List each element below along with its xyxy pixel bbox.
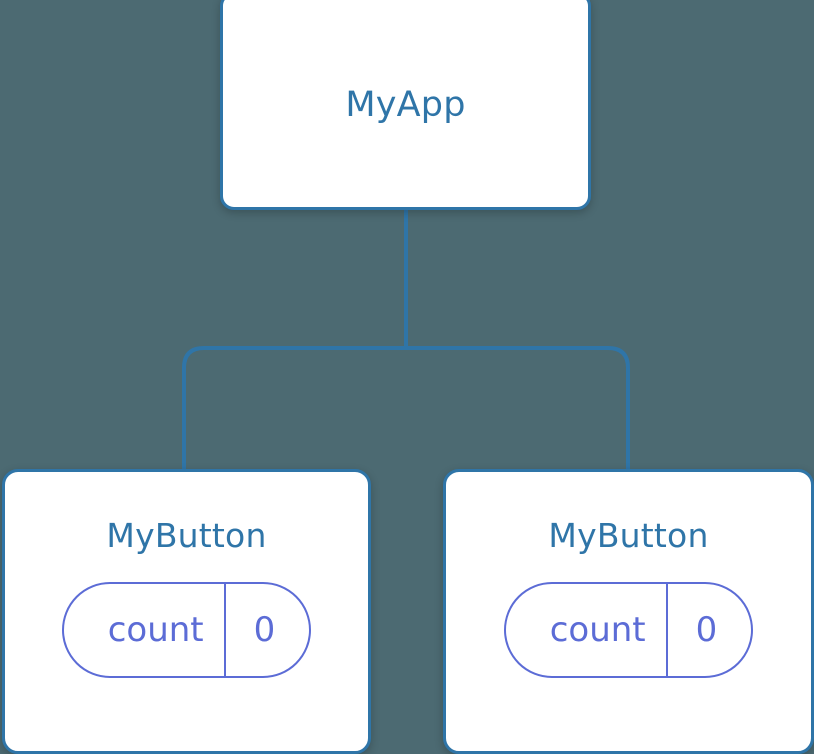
- tree-node-child-1[interactable]: MyButton count 0: [443, 469, 814, 754]
- tree-node-child-1-title: MyButton: [548, 516, 709, 555]
- state-badge-count-1[interactable]: count 0: [503, 582, 754, 679]
- tree-node-child-0-title: MyButton: [106, 516, 267, 555]
- tree-connectors: [182, 210, 630, 470]
- state-badge-key: count: [107, 610, 204, 651]
- state-badge-key: count: [549, 610, 646, 651]
- tree-node-root[interactable]: MyApp: [220, 0, 591, 210]
- connector-bus: [182, 346, 630, 470]
- tree-node-root-title: MyApp: [345, 84, 466, 125]
- tree-node-child-0[interactable]: MyButton count 0: [2, 469, 371, 754]
- state-badge-value: 0: [665, 584, 752, 677]
- state-badge-value: 0: [223, 584, 310, 677]
- state-badge-count-0[interactable]: count 0: [61, 582, 312, 679]
